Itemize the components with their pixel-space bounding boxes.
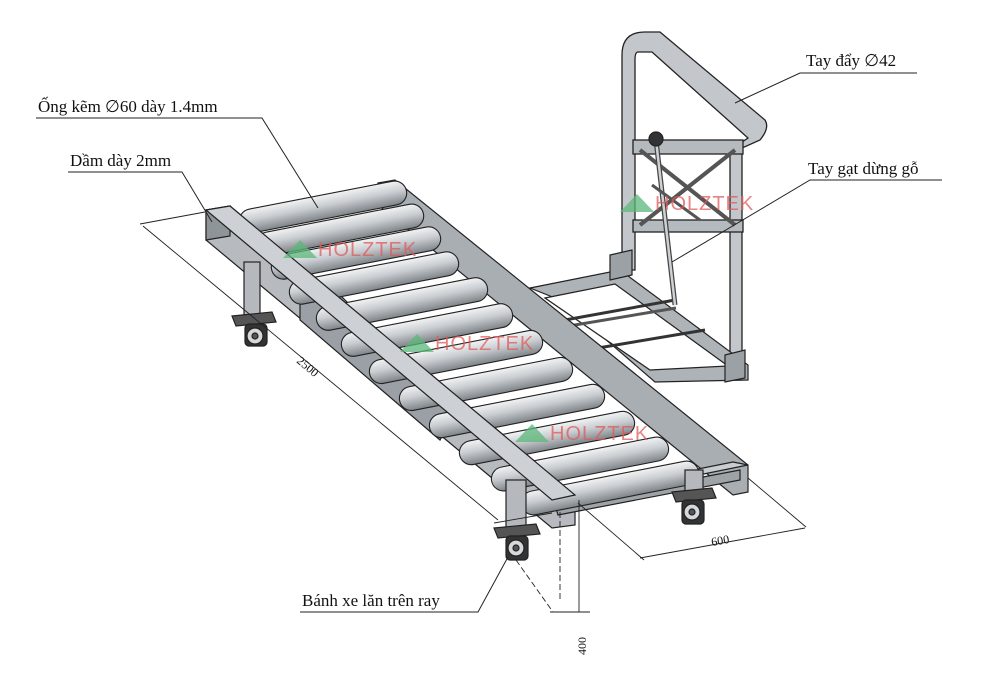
label-handle: Tay đẩy ∅42 [806, 51, 896, 70]
label-lever: Tay gạt dừng gỗ [808, 159, 918, 178]
dimension-lines [139, 211, 807, 613]
watermark-3: HOLZTEK [400, 333, 534, 355]
front-left-leg [231, 261, 277, 327]
dimension-width: 600 [710, 532, 730, 549]
leader-lines [36, 72, 942, 613]
watermark-text: HOLZTEK [550, 423, 649, 445]
wheel-icon [505, 535, 529, 561]
rear-frame [527, 249, 749, 383]
wheel-icon [244, 323, 268, 347]
wheel-icon [681, 499, 705, 525]
label-wheel: Bánh xe lăn trên ray [302, 591, 440, 610]
roller [270, 226, 442, 280]
watermark-4: HOLZTEK [515, 423, 649, 445]
label-pipe: Ống kẽm ∅60 dày 1.4mm [38, 97, 218, 116]
watermark-text: HOLZTEK [655, 193, 754, 215]
label-beam: Dầm dày 2mm [70, 151, 171, 170]
watermark-text: HOLZTEK [318, 239, 417, 261]
watermark-2: HOLZTEK [620, 193, 754, 215]
rear-right-leg [671, 469, 717, 503]
beam-top [204, 205, 577, 501]
dimension-height: 400 [575, 637, 589, 655]
front-right-leg [493, 479, 541, 539]
watermark-1: HOLZTEK [283, 239, 417, 261]
dimension-length: 2500 [294, 354, 321, 380]
watermark-text: HOLZTEK [435, 333, 534, 355]
